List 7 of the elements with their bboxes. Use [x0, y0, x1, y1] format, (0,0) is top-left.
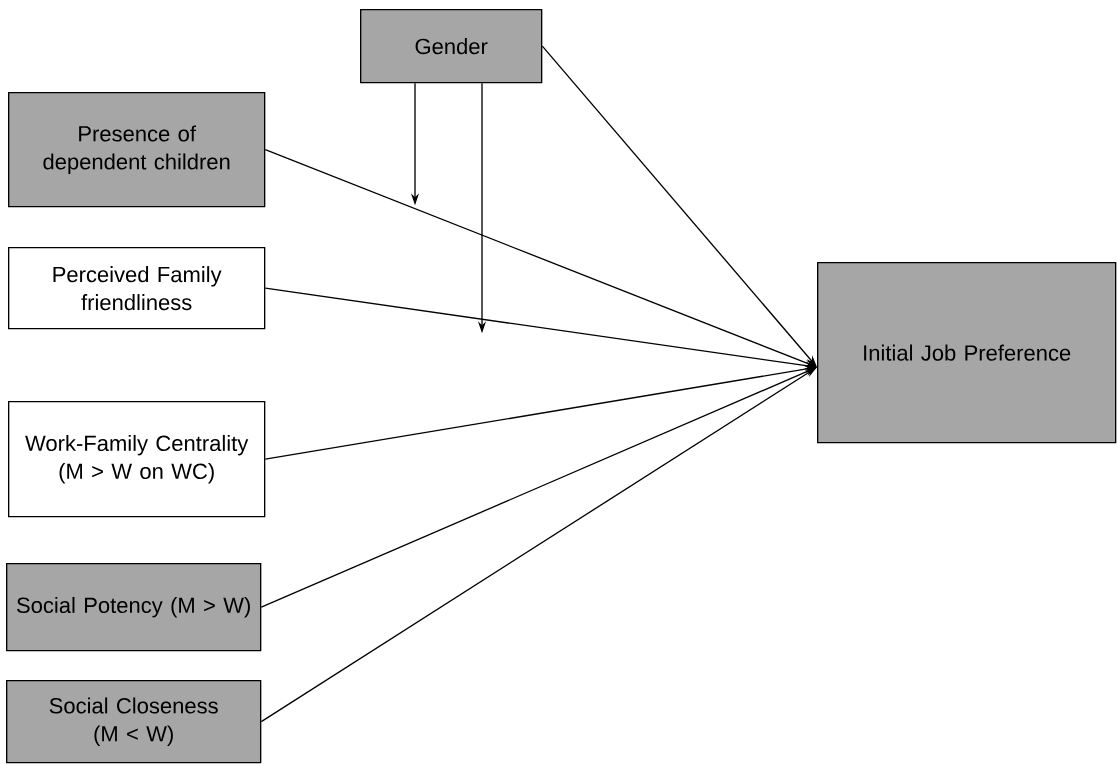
variable-box: Gender [360, 9, 543, 84]
variable-box: Perceived Family friendliness [8, 247, 266, 330]
variable-box: Initial Job Preference [817, 262, 1117, 444]
variable-box: Social Potency (M > W) [6, 563, 262, 652]
variable-box: Social Closeness (M < W) [6, 680, 262, 764]
variable-box: Work-Family Centrality (M > W on WC) [8, 401, 266, 518]
variable-box: Presence of dependent children [8, 92, 266, 208]
